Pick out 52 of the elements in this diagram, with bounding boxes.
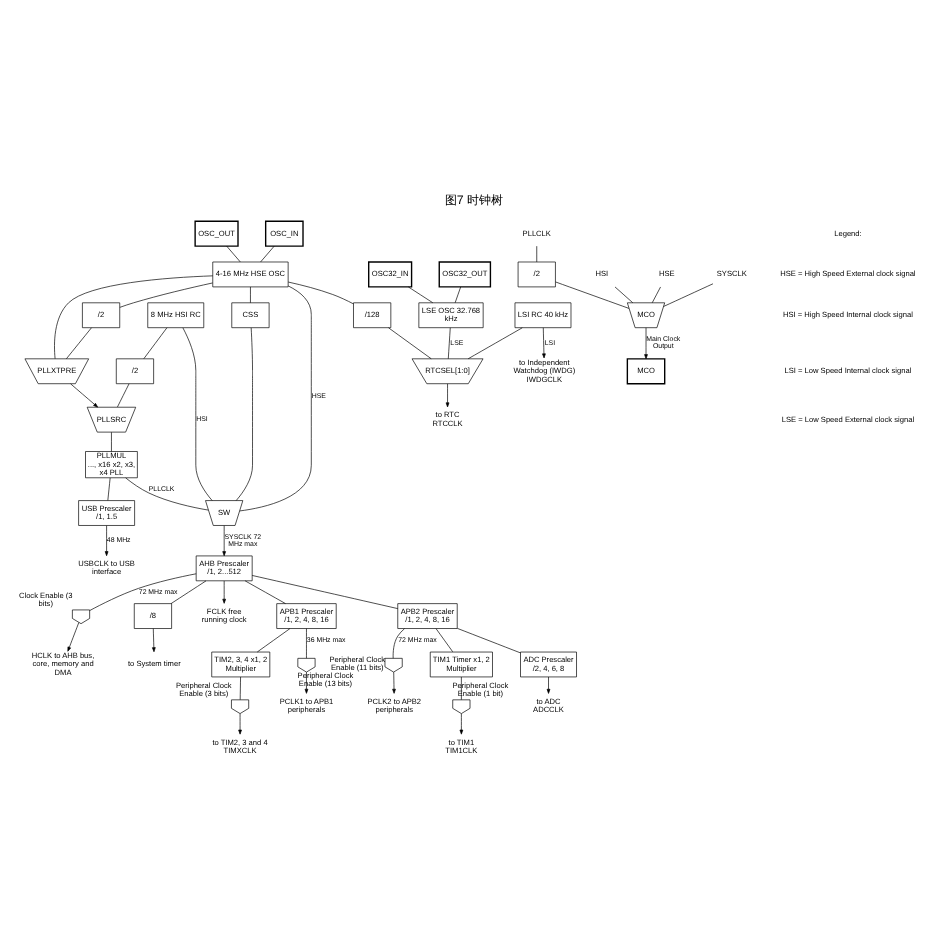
arrow xyxy=(222,580,226,604)
connector xyxy=(555,281,630,309)
connector xyxy=(111,431,112,452)
connector xyxy=(392,628,405,659)
connector xyxy=(235,327,253,501)
node-gate xyxy=(231,699,250,714)
connector xyxy=(250,286,251,304)
connector xyxy=(89,573,197,611)
arrow xyxy=(104,525,109,557)
connector xyxy=(239,676,241,701)
connector xyxy=(614,286,634,304)
arrow xyxy=(445,383,450,408)
node-gate xyxy=(384,658,403,673)
arrow xyxy=(459,713,464,735)
arrow xyxy=(70,383,98,408)
connector xyxy=(467,327,523,360)
arrow xyxy=(542,327,546,359)
arrow xyxy=(546,676,551,694)
connector xyxy=(408,286,434,304)
arrow xyxy=(222,525,226,557)
connector xyxy=(454,286,462,304)
node-gate xyxy=(297,658,316,673)
connector xyxy=(226,245,241,263)
arrow xyxy=(392,671,396,694)
connector xyxy=(306,628,307,659)
connector xyxy=(143,327,168,360)
arrow xyxy=(238,713,242,735)
connector xyxy=(107,477,111,501)
arrow xyxy=(644,327,648,360)
connector xyxy=(251,575,399,609)
connector xyxy=(119,282,213,308)
arrow xyxy=(67,622,80,652)
connector xyxy=(435,628,454,653)
connector xyxy=(457,628,521,654)
connector xyxy=(260,245,275,263)
connector xyxy=(244,580,286,604)
connector xyxy=(447,327,451,360)
node-gate xyxy=(452,699,471,714)
connector xyxy=(66,327,92,360)
connector xyxy=(536,245,538,263)
connector xyxy=(239,285,312,512)
connector xyxy=(651,286,661,304)
node-gate xyxy=(72,609,90,625)
connector xyxy=(257,628,291,653)
connector xyxy=(388,327,432,360)
arrow xyxy=(152,628,156,653)
connector xyxy=(287,281,354,305)
connector xyxy=(170,580,207,604)
connector xyxy=(182,327,213,501)
connector xyxy=(125,477,209,511)
connector xyxy=(54,275,214,359)
connector xyxy=(663,283,714,307)
